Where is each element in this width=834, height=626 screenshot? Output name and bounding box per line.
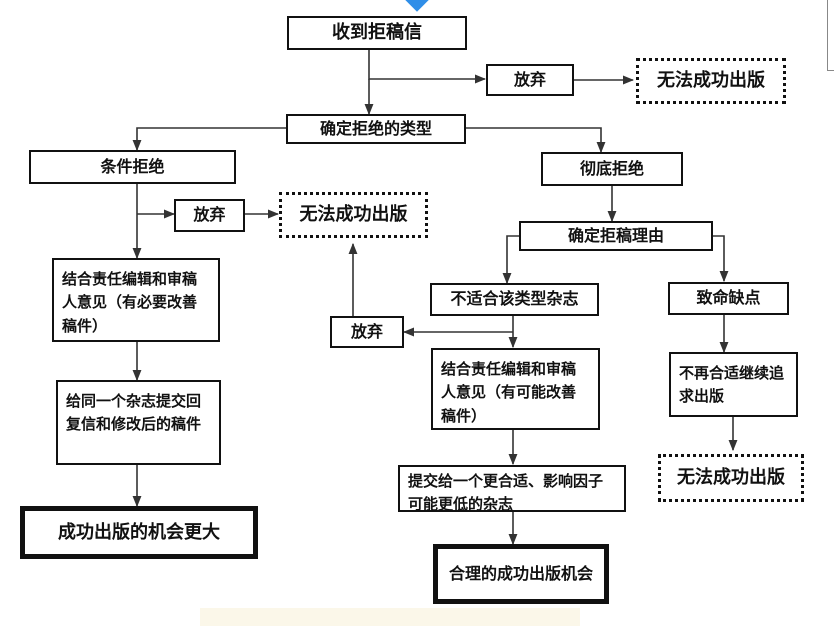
- bottom-tint-decoration: [200, 608, 580, 626]
- node-unsuitable-journal: 不适合该类型杂志: [430, 283, 599, 316]
- node-give-up-top: 放弃: [486, 64, 574, 96]
- node-greater-chance: 成功出版的机会更大: [20, 506, 258, 559]
- node-received-rejection: 收到拒稿信: [287, 16, 467, 50]
- node-determine-type: 确定拒绝的类型: [286, 114, 466, 144]
- connector-reason-to-fatal: [713, 235, 729, 283]
- node-submit-other-journal: 提交给一个更合适、影响因子可能更低的杂志: [398, 465, 626, 513]
- node-conditional-rejection: 条件拒绝: [29, 150, 236, 184]
- node-revise-with-comments: 结合责任编辑和审稿人意见（有必要改善稿件）: [52, 258, 220, 342]
- window-edge-decoration: [827, 0, 834, 71]
- node-revise-if-possible: 结合责任编辑和审稿人意见（有可能改善稿件）: [431, 348, 600, 430]
- node-resubmit-same-journal: 给同一个杂志提交回复信和修改后的稿件: [56, 380, 221, 465]
- node-give-up-right: 放弃: [330, 316, 404, 348]
- connector-type-to-complete: [466, 127, 606, 154]
- connector-type-to-conditional: [132, 127, 286, 152]
- node-reasonable-chance: 合理的成功出版机会: [433, 544, 609, 604]
- node-cannot-publish-middle: 无法成功出版: [279, 192, 428, 238]
- connector-reason-to-unsuitable: [502, 235, 519, 285]
- node-complete-rejection: 彻底拒绝: [541, 152, 683, 186]
- node-give-up-left: 放弃: [174, 199, 245, 232]
- node-cannot-publish-top: 无法成功出版: [636, 58, 786, 104]
- node-cannot-publish-bottom: 无法成功出版: [658, 454, 804, 502]
- node-no-longer-suitable: 不再合适继续追求出版: [669, 352, 798, 417]
- connector-received-to-giveup: [368, 50, 487, 84]
- node-fatal-flaw: 致命缺点: [668, 282, 789, 315]
- node-determine-reason: 确定拒稿理由: [519, 221, 713, 251]
